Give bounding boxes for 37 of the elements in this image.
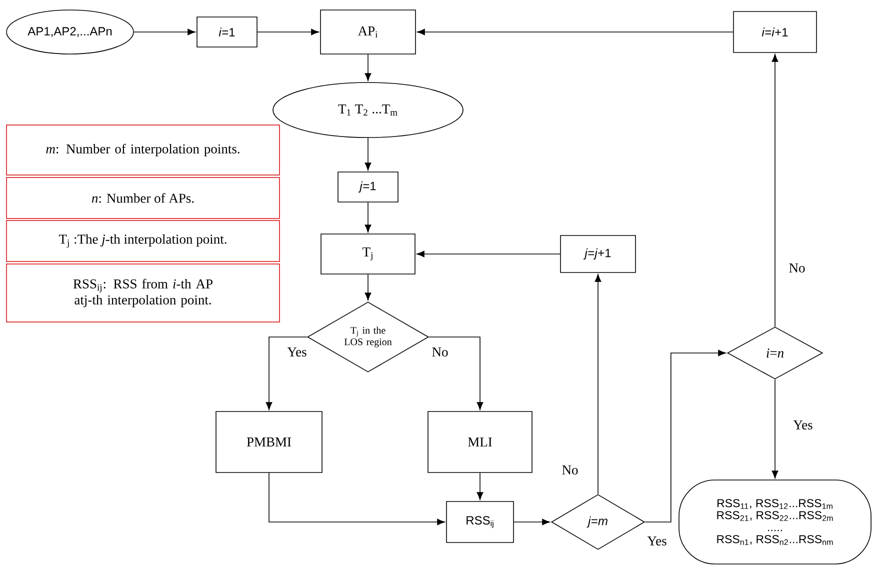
arrow	[772, 379, 778, 478]
process-box: j=j+1	[560, 235, 636, 273]
edge-label: No	[788, 262, 806, 274]
arrow	[416, 250, 560, 258]
edge-label: Yes	[792, 420, 814, 430]
arrow	[514, 518, 550, 526]
edge-label: No	[430, 346, 450, 358]
arrow	[772, 54, 778, 327]
process-box: PMBMI	[216, 411, 322, 473]
process-box: MLI	[428, 411, 532, 473]
note-box: m: Number of interpolation points.	[6, 124, 280, 176]
edge-label: Yes	[646, 536, 668, 546]
arrow	[476, 472, 484, 500]
edge-label: No	[560, 464, 580, 476]
note-box: T$_{j}$ :The j-th interpolation point.	[6, 220, 280, 262]
arrow	[364, 138, 372, 170]
process-box: T$_{j}$	[320, 234, 416, 274]
arrow	[266, 336, 308, 410]
result-box: RSS$_{11}$, RSS$_{12}$...RSS$_{1m}$ RSS$_{21}$, RSS$_{22}$...RSS$_{2m}$ ..... RSS$_{n1}$, RSS$_{n2}$...RSS$_{nm}$	[678, 480, 872, 564]
arrow	[428, 336, 484, 410]
note-box: RSS$_{ij}$: RSS from i-th AP atj-th interpolation point.	[6, 264, 280, 322]
arrow	[364, 54, 372, 81]
process-box: AP$_{i}$	[320, 10, 416, 54]
arrow	[364, 202, 372, 232]
arrow	[364, 274, 372, 300]
process-box: RSS$_{ij}$	[446, 501, 514, 543]
arrow	[644, 350, 726, 522]
arrow	[134, 28, 196, 36]
process-box: j=1	[338, 172, 398, 202]
arrow	[594, 274, 602, 494]
arrow	[257, 28, 319, 36]
note-box: n: Number of APs.	[6, 177, 280, 219]
edge-label: Yes	[286, 346, 308, 358]
arrow	[268, 472, 445, 526]
process-box: i=1	[196, 16, 258, 48]
arrow	[417, 28, 734, 36]
process-box: i=i+1	[733, 11, 817, 53]
